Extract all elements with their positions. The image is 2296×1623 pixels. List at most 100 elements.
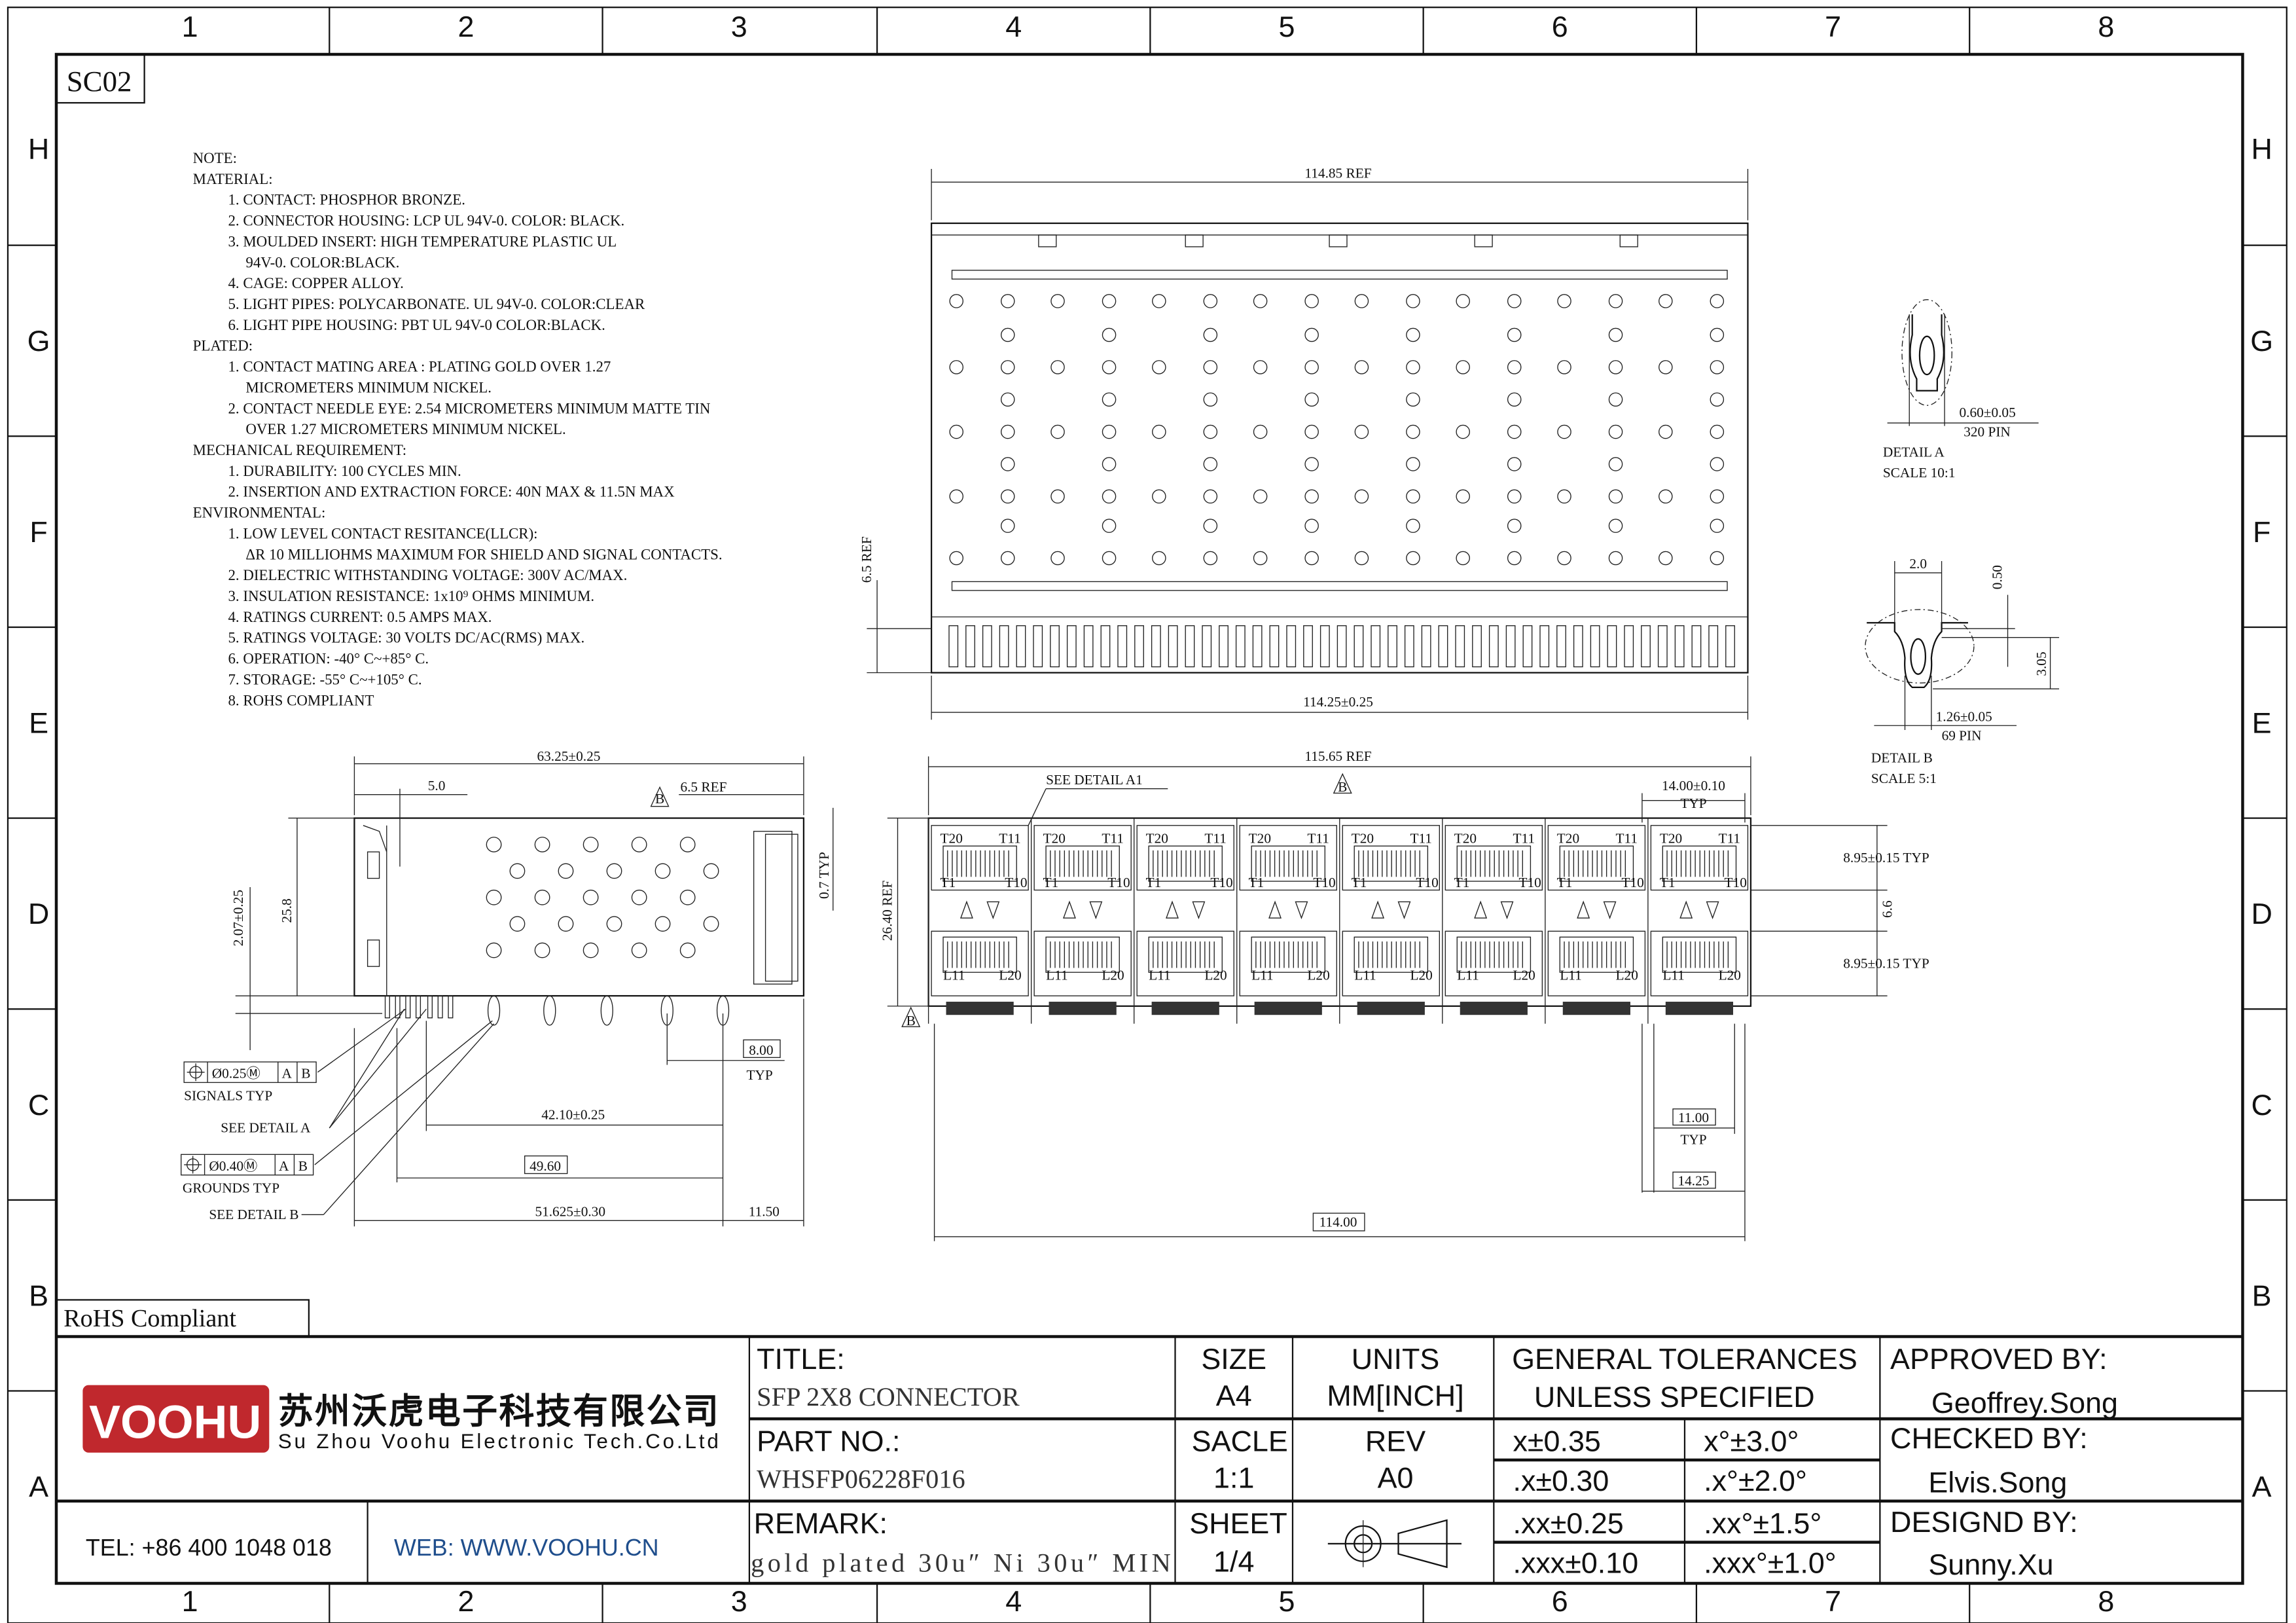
lower-sfp-port xyxy=(1547,930,1646,996)
vent-hole xyxy=(1710,424,1725,439)
vent-hole xyxy=(679,837,696,852)
vent-hole xyxy=(486,942,502,958)
port-pin-label: L20 xyxy=(1102,967,1124,983)
press-fit-pin xyxy=(1505,625,1516,668)
svg-text:B: B xyxy=(298,1158,308,1174)
zone-column-label: 8 xyxy=(2098,10,2114,43)
vent-hole xyxy=(1710,392,1725,407)
zone-column-label: 3 xyxy=(731,10,747,43)
press-fit-pin xyxy=(1404,625,1414,668)
vent-hole xyxy=(1456,424,1470,439)
connector-contacts xyxy=(1148,845,1223,882)
note-line: 1. LOW LEVEL CONTACT RESITANCE(LLCR): xyxy=(228,525,537,541)
website-link[interactable]: WEB: WWW.VOOHU.CN xyxy=(394,1535,659,1561)
vent-hole xyxy=(1253,294,1268,308)
port-pin-label: T10 xyxy=(1313,875,1335,890)
signal-pin xyxy=(427,995,433,1019)
port-pin-label: T11 xyxy=(999,831,1021,847)
vent-hole xyxy=(1507,360,1522,374)
vent-hole xyxy=(1000,457,1015,471)
top-view: 114.85 REF 114.25±0.25 6.5 REF xyxy=(859,165,1749,720)
port-pin-label: L20 xyxy=(1513,967,1535,983)
vent-hole xyxy=(1710,551,1725,566)
cage-rail xyxy=(951,581,1728,591)
detail-a-scale: SCALE 10:1 xyxy=(1883,465,1956,481)
press-fit-pin xyxy=(1286,625,1297,668)
note-line: OVER 1.27 MICROMETERS MINIMUM NICKEL. xyxy=(245,421,565,437)
zone-row-label: A xyxy=(29,1470,48,1503)
dim-front-overall: 114.00 xyxy=(1319,1214,1357,1230)
vent-hole xyxy=(631,942,647,958)
note-line: 3. INSULATION RESISTANCE: 1x10⁹ OHMS MIN… xyxy=(228,588,594,604)
upper-sfp-port xyxy=(1239,825,1337,891)
vent-hole xyxy=(509,863,526,879)
press-fit-pin xyxy=(1421,625,1431,668)
see-detail-b-label: SEE DETAIL B xyxy=(209,1207,298,1222)
svg-text:A: A xyxy=(279,1158,289,1174)
sheet-id-box xyxy=(55,53,145,104)
vent-hole xyxy=(1354,360,1369,374)
led-down-triangle-icon xyxy=(1500,901,1514,920)
dim-upper-port: 8.95±0.15 TYP xyxy=(1843,850,1929,866)
notes-block: NOTE:MATERIAL:1. CONTACT: PHOSPHOR BRONZ… xyxy=(193,150,723,708)
vent-hole xyxy=(1507,424,1522,439)
vent-hole xyxy=(486,889,502,905)
latch-slot xyxy=(367,851,380,879)
tolerance-linear: x±0.35 xyxy=(1513,1425,1600,1458)
vent-hole xyxy=(1557,424,1571,439)
port-pin-label: T1 xyxy=(1146,875,1162,890)
press-fit-pin xyxy=(1269,625,1280,668)
connector-contacts xyxy=(942,936,1017,973)
vent-hole xyxy=(1102,489,1117,504)
vent-hole xyxy=(1152,489,1166,504)
led-down-triangle-icon xyxy=(1706,901,1719,920)
vent-hole xyxy=(558,916,574,932)
port-pin-label: T10 xyxy=(1210,875,1232,890)
vent-hole xyxy=(1557,360,1571,374)
vent-hole xyxy=(1608,519,1623,533)
port-pin-label: T1 xyxy=(941,875,956,890)
press-fit-pin xyxy=(1185,625,1195,668)
detail-b-offset: 0.50 xyxy=(1990,565,2005,589)
press-fit-pin xyxy=(1319,625,1330,668)
note-line: 4. RATINGS CURRENT: 0.5 AMPS MAX. xyxy=(228,609,492,625)
vent-hole xyxy=(1000,360,1015,374)
press-fit-pin xyxy=(1117,625,1128,668)
note-line: 94V-0. COLOR:BLACK. xyxy=(245,254,399,270)
vent-hole xyxy=(1354,424,1369,439)
designed-label: DESIGND BY: xyxy=(1890,1505,2078,1539)
vent-hole xyxy=(486,837,502,852)
zone-row-label: B xyxy=(29,1279,48,1312)
vent-hole xyxy=(1406,294,1420,308)
dim-pin-span: 11.00 xyxy=(1678,1110,1709,1125)
svg-text:B: B xyxy=(906,1013,916,1029)
outer-border xyxy=(7,7,2287,1623)
svg-text:TYP: TYP xyxy=(1680,1132,1706,1148)
notes-section-heading: ENVIRONMENTAL: xyxy=(193,505,326,521)
press-fit-pin xyxy=(1438,625,1448,668)
zone-column-label: 4 xyxy=(1005,1584,1022,1618)
vent-hole xyxy=(1050,551,1065,566)
zone-column-label: 8 xyxy=(2098,1584,2114,1618)
note-line: 5. RATINGS VOLTAGE: 30 VOLTS DC/AC(RMS) … xyxy=(228,630,584,646)
lower-sfp-port xyxy=(1444,930,1543,996)
lower-sfp-port xyxy=(1342,930,1440,996)
ground-pin xyxy=(600,995,613,1026)
vent-hole xyxy=(1557,294,1571,308)
vent-hole xyxy=(703,916,719,932)
detail-b-scale: SCALE 5:1 xyxy=(1871,771,1937,786)
press-fit-pin xyxy=(1219,625,1229,668)
vent-hole xyxy=(1507,457,1522,471)
connector-contacts xyxy=(1251,845,1326,882)
tolerance-angular: x°±3.0° xyxy=(1704,1425,1799,1458)
vent-hole xyxy=(1406,327,1420,342)
press-fit-pin xyxy=(1455,625,1465,668)
zone-row-label: C xyxy=(2251,1088,2272,1122)
vent-hole xyxy=(949,551,963,566)
upper-sfp-port xyxy=(1650,825,1749,891)
press-fit-pin xyxy=(1100,625,1111,668)
port-pin-label: L11 xyxy=(1662,967,1685,983)
port-pin-label: T11 xyxy=(1616,831,1638,847)
